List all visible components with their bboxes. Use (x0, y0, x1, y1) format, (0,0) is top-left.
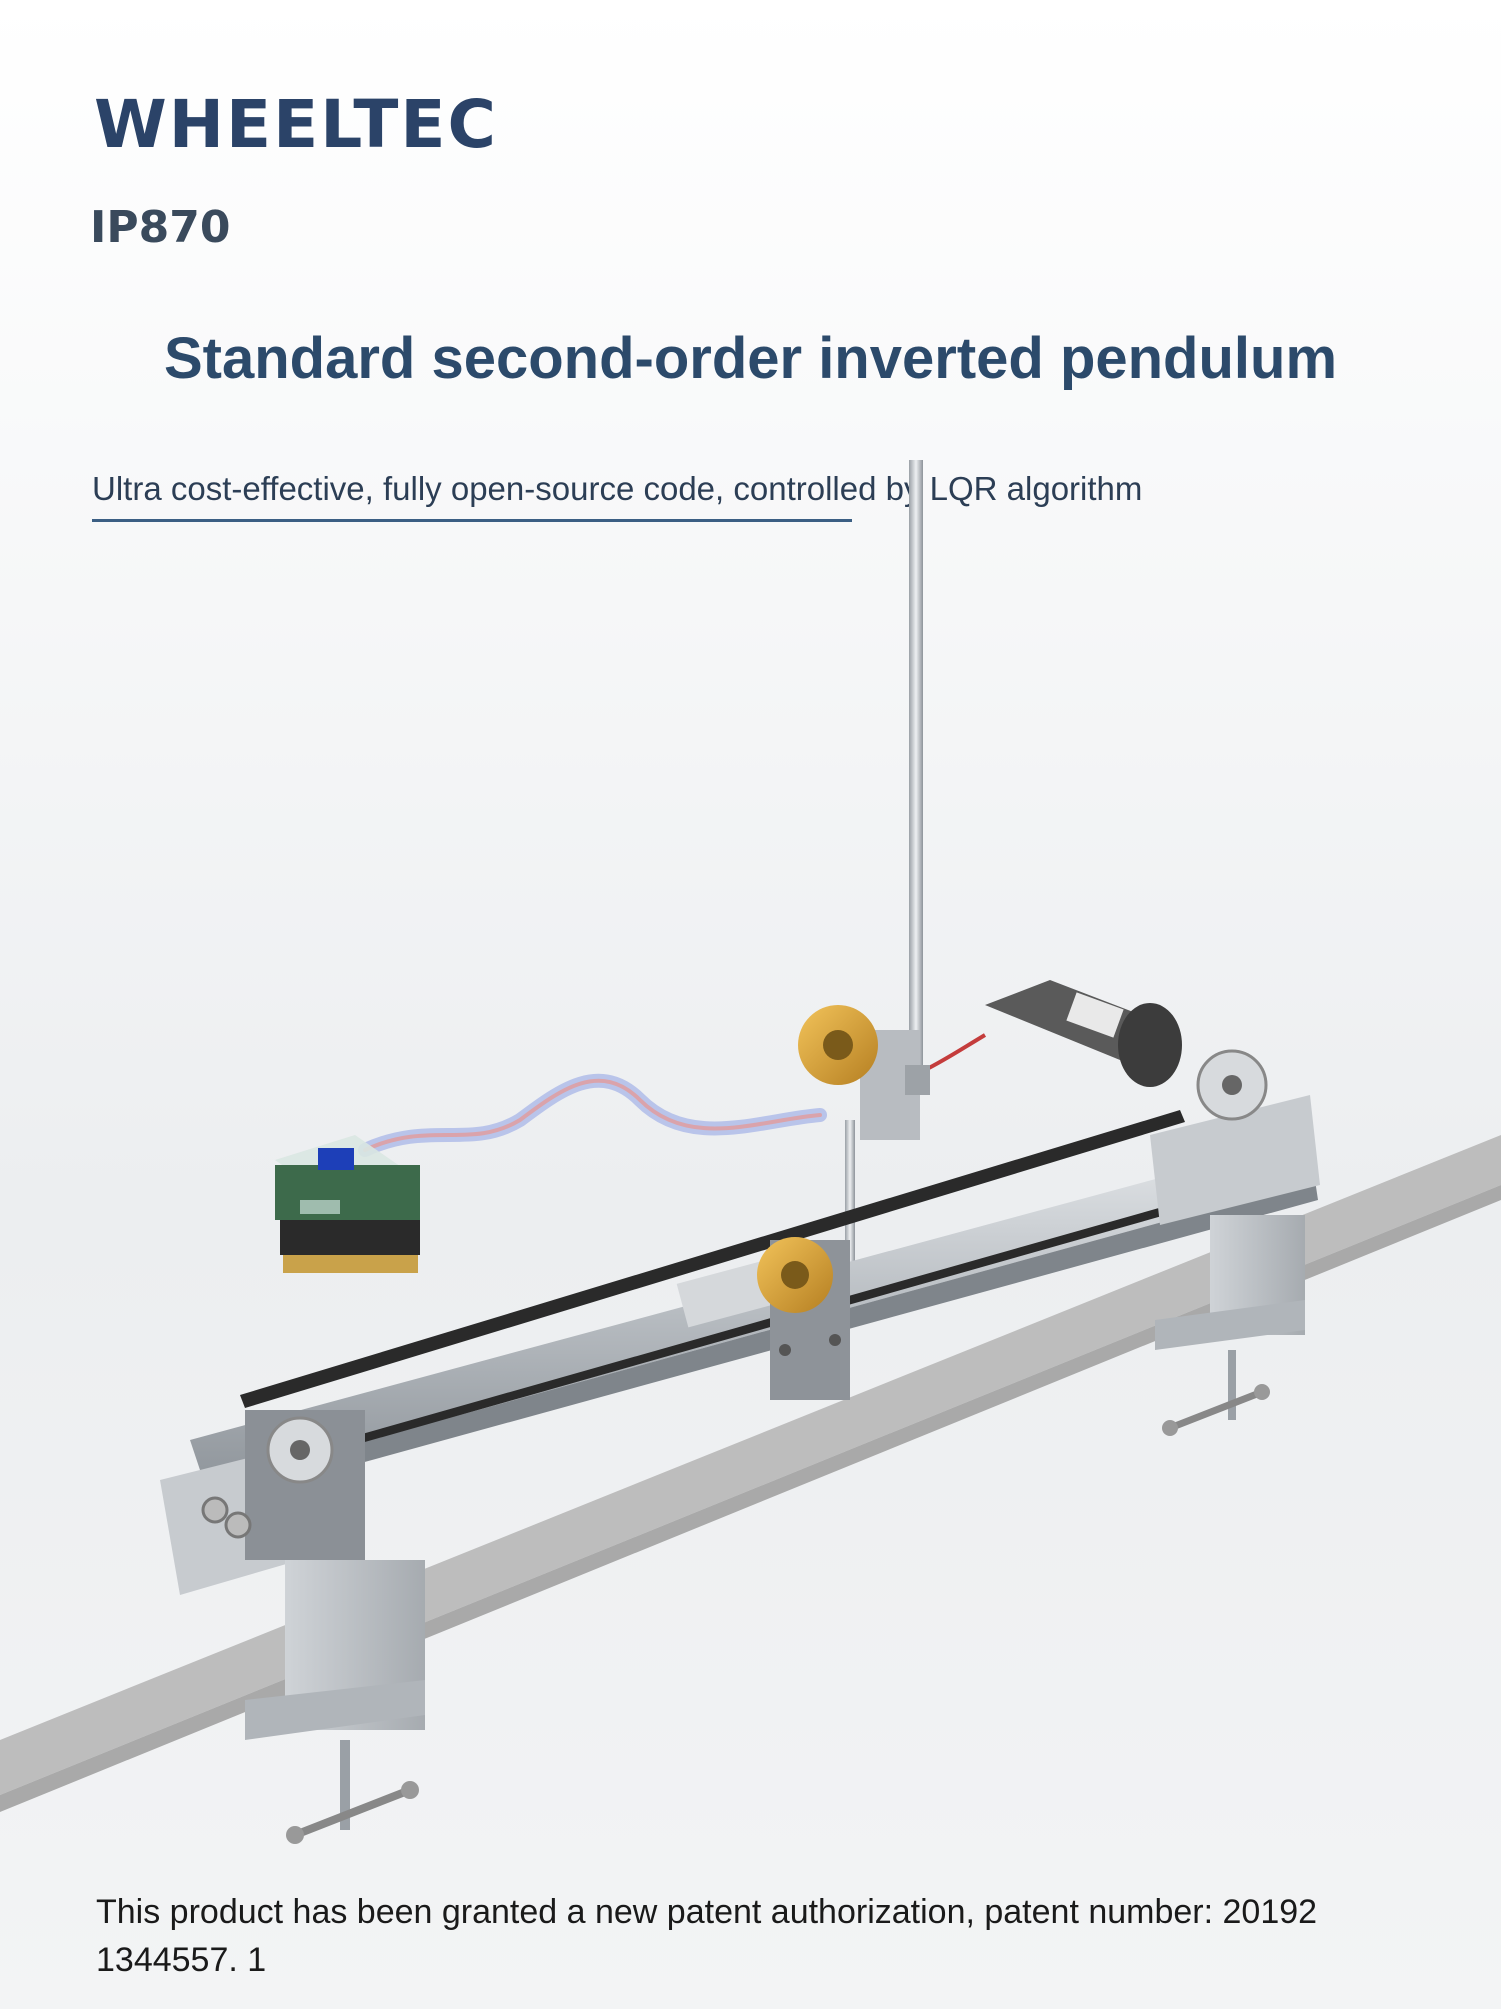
patent-line-1: This product has been granted a new pate… (96, 1893, 1318, 1931)
left-table-clamp (245, 1560, 425, 1844)
dc-motor (924, 980, 1182, 1087)
upper-encoder-joint (798, 1005, 930, 1140)
upper-pendulum-rod (909, 460, 923, 1070)
signal-cable (358, 1073, 827, 1157)
cart-encoder (676, 1237, 850, 1400)
product-headline: Standard second-order inverted pendulum (163, 326, 1338, 391)
tagline-underline (92, 519, 852, 522)
left-end-block (160, 1410, 365, 1595)
right-end-block (1150, 1049, 1320, 1225)
patent-line-2: 1344557. 1 (96, 1941, 267, 1979)
controller-board (275, 1135, 420, 1273)
right-table-clamp (1155, 1215, 1305, 1436)
brand-logo: WHEELTEC (94, 86, 498, 163)
product-tagline: Ultra cost-effective, fully open-source … (92, 470, 1143, 507)
model-number: IP870 (90, 202, 231, 253)
linear-rail (190, 1110, 1318, 1505)
patent-notice: This product has been granted a new pate… (96, 1888, 1436, 1984)
lower-pendulum-rod (845, 1120, 855, 1270)
